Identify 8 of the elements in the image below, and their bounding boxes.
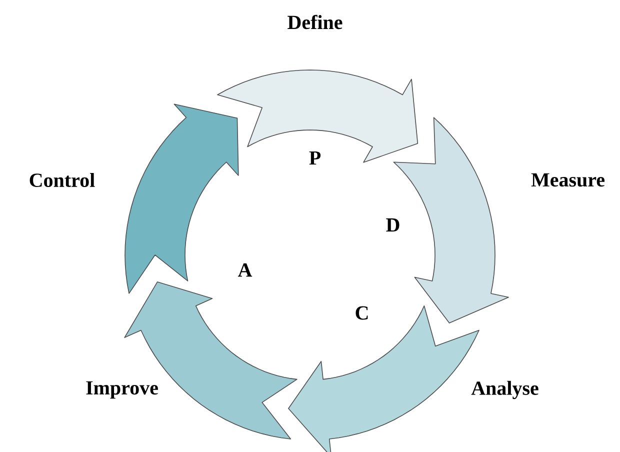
phase-letter: P bbox=[309, 151, 321, 165]
node-label: Control bbox=[30, 172, 95, 188]
node-label: Analyse bbox=[471, 380, 538, 400]
node-label: Measure bbox=[531, 173, 605, 187]
phase-letter: D bbox=[386, 218, 400, 232]
phase-letter: A bbox=[238, 263, 252, 277]
phase-letter: C bbox=[356, 306, 368, 320]
node-label: Define bbox=[288, 14, 342, 30]
